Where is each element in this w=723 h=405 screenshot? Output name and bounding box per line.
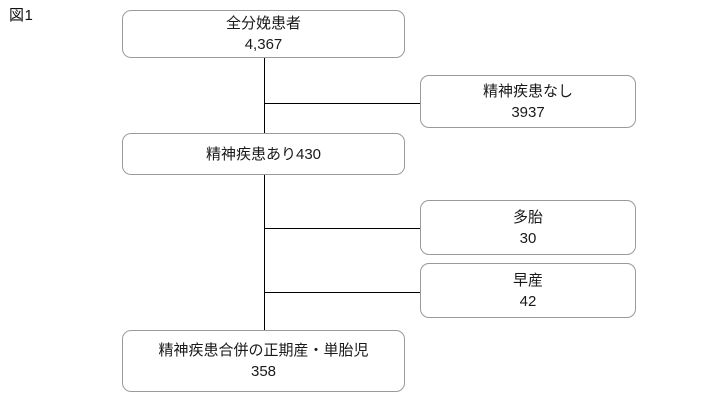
node-no-psych-label: 精神疾患なし bbox=[482, 82, 573, 100]
node-all-deliveries-label: 全分娩患者 bbox=[225, 15, 301, 32]
node-with-psych[interactable]: 精神疾患あり430 bbox=[122, 133, 405, 175]
node-final-cohort-label: 精神疾患合併の正期産・単胎児 bbox=[158, 342, 369, 359]
node-all-deliveries[interactable]: 全分娩患者 4,367 bbox=[122, 10, 405, 58]
node-preterm-count: 42 bbox=[519, 292, 537, 310]
node-no-psych-count: 3937 bbox=[511, 103, 545, 121]
node-no-psych[interactable]: 精神疾患なし 3937 bbox=[420, 75, 636, 128]
node-multiple-births[interactable]: 多胎 30 bbox=[420, 200, 636, 255]
connector-trunk-upper bbox=[264, 58, 265, 133]
node-multiple-births-label: 多胎 bbox=[512, 208, 543, 226]
node-preterm[interactable]: 早産 42 bbox=[420, 263, 636, 318]
node-multiple-births-count: 30 bbox=[519, 229, 537, 247]
node-with-psych-label: 精神疾患あり430 bbox=[205, 145, 322, 163]
node-preterm-label: 早産 bbox=[512, 271, 543, 289]
figure-label: 図1 bbox=[9, 7, 34, 24]
connector-trunk-lower bbox=[264, 175, 265, 330]
connector-branch-preterm bbox=[264, 292, 421, 293]
node-final-cohort-count: 358 bbox=[250, 363, 277, 380]
connector-branch-multiple-births bbox=[264, 228, 421, 229]
connector-branch-no-psych bbox=[264, 103, 421, 104]
node-all-deliveries-count: 4,367 bbox=[244, 36, 283, 53]
node-final-cohort[interactable]: 精神疾患合併の正期産・単胎児 358 bbox=[122, 330, 405, 392]
